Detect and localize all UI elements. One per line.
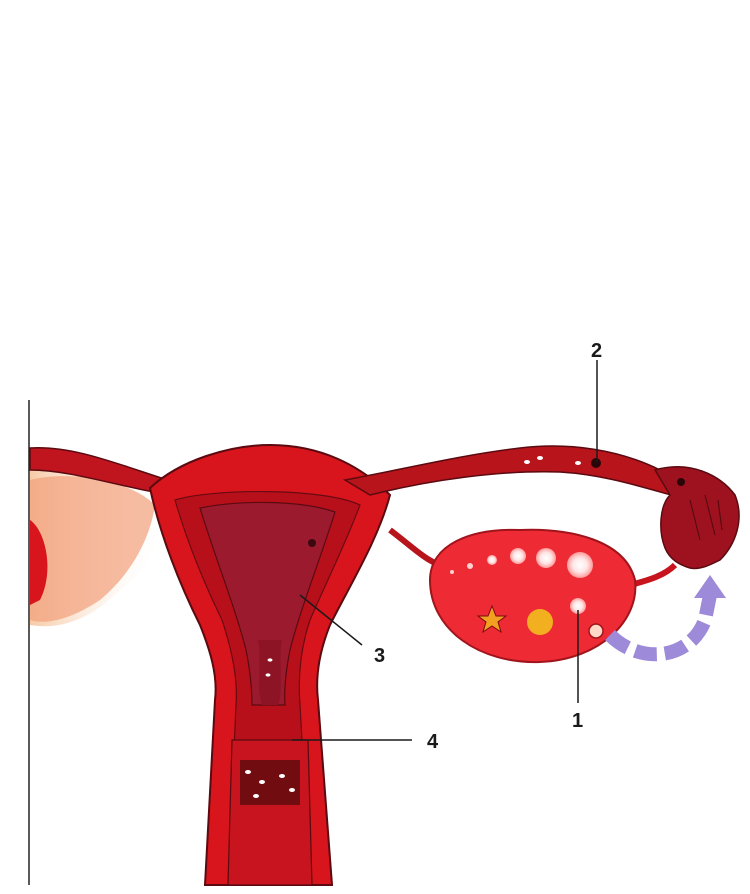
callout-1-label: 1: [572, 710, 583, 732]
uterine-cavity: [199, 501, 336, 706]
released-egg: [588, 623, 604, 639]
left-ovary: [30, 466, 166, 627]
sperm-cells: [245, 658, 295, 798]
callout-4-label: 4: [427, 731, 439, 753]
ovum-path-arrow: [605, 575, 726, 662]
corpus-albicans: [476, 604, 508, 634]
callout-3-leader: [299, 594, 363, 646]
callout-3-label: 3: [374, 645, 385, 667]
fimbriae: [653, 466, 740, 570]
ovarian-ligament: [388, 527, 442, 568]
right-fallopian-tube: [342, 445, 740, 570]
embryo-in-uterus: [308, 539, 316, 547]
cervical-canal: [258, 640, 282, 705]
right-ovary: [428, 528, 637, 664]
callout-2-label: 2: [591, 340, 602, 362]
corpus-luteum: [527, 609, 553, 635]
ovulating-follicle: [570, 598, 586, 614]
uterus: [148, 443, 392, 886]
